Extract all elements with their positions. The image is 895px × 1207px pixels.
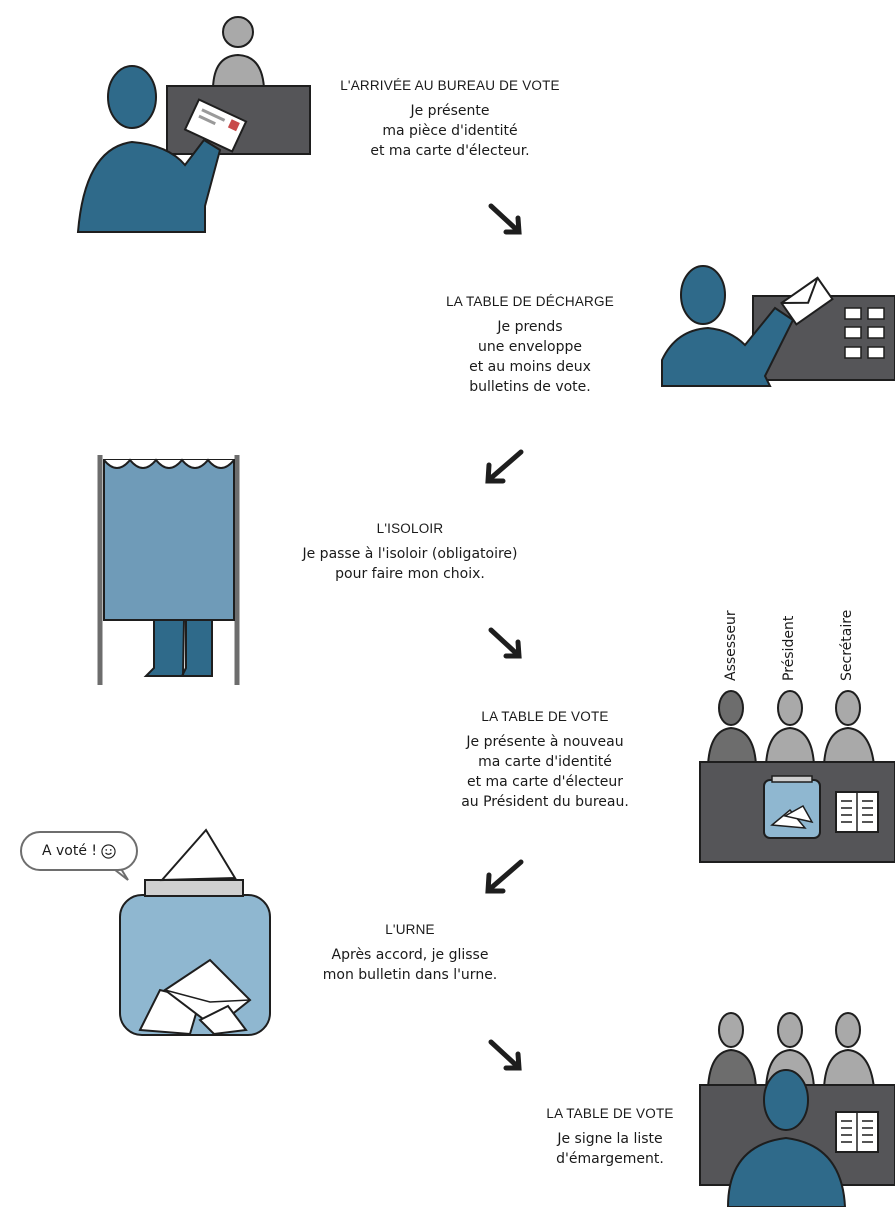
step-voting-table: LA TABLE DE VOTE Je présente à nouveau m… — [415, 709, 675, 812]
step-title: LA TABLE DE DÉCHARGE — [446, 294, 614, 309]
role-label-assessor: Assesseur — [723, 610, 739, 681]
voter-head — [107, 65, 157, 129]
official-head — [222, 16, 254, 48]
voter-body — [76, 138, 222, 233]
bubble-text: A voté ! — [41, 843, 98, 859]
step-text: Je passe à l'isoloir (obligatoire) pour … — [302, 546, 518, 582]
discharge-scene — [661, 265, 895, 387]
president-figure — [764, 690, 816, 766]
step-title: LA TABLE DE VOTE — [481, 709, 609, 724]
smiley-icon — [101, 843, 116, 859]
arrow-4-icon — [485, 859, 524, 894]
step-title: LA TABLE DE VOTE — [546, 1106, 674, 1121]
ballot-stacks — [844, 307, 885, 359]
step-booth: L'ISOLOIR Je passe à l'isoloir (obligato… — [260, 521, 560, 584]
secretary-figure — [822, 690, 876, 766]
voter-body — [661, 306, 795, 387]
assessor-figure — [706, 1012, 758, 1089]
urn-slot — [144, 879, 244, 897]
step-title: L'URNE — [385, 922, 435, 937]
step-arrival: L'ARRIVÉE AU BUREAU DE VOTE Je présente … — [300, 78, 600, 161]
booth-curtain — [103, 459, 235, 621]
voter-head — [680, 265, 726, 325]
arrival-scene — [76, 16, 311, 233]
step-text: Je présente à nouveau ma carte d'identit… — [461, 734, 629, 810]
step-text: Je signe la liste d'émargement. — [556, 1131, 664, 1167]
assessor-figure — [706, 690, 758, 766]
step-title: L'ARRIVÉE AU BUREAU DE VOTE — [340, 78, 560, 93]
step-discharge-table: LA TABLE DE DÉCHARGE Je prends une envel… — [410, 294, 650, 397]
id-card-icon — [183, 98, 248, 153]
step-text: Je prends une enveloppe et au moins deux… — [469, 319, 591, 395]
arrow-3-icon — [488, 627, 522, 659]
voter-body — [726, 1136, 847, 1207]
envelope-icon — [780, 276, 834, 326]
envelope-icon — [138, 828, 252, 1036]
signing-scene — [699, 1012, 895, 1207]
register-book-icon — [835, 1111, 879, 1153]
official-body — [211, 53, 266, 89]
step-title: L'ISOLOIR — [376, 521, 444, 536]
step-text: Je présente ma pièce d'identité et ma ca… — [370, 103, 530, 159]
arrow-5-icon — [488, 1039, 522, 1071]
voter-legs — [143, 619, 213, 677]
arrow-1-icon — [488, 203, 522, 235]
voting-table-scene — [699, 690, 895, 863]
role-label-secretary: Secrétaire — [839, 609, 855, 681]
step-urn: L'URNE Après accord, je glisse mon bulle… — [290, 922, 530, 985]
arrow-2-icon — [485, 449, 524, 484]
speech-bubble: A voté ! — [20, 831, 138, 871]
step-signing: LA TABLE DE VOTE Je signe la liste d'éma… — [520, 1106, 700, 1169]
voter-head — [763, 1069, 809, 1131]
curtain-rings — [103, 458, 235, 469]
register-book-icon — [835, 791, 879, 833]
ballot-box-icon — [763, 775, 821, 839]
step-text: Après accord, je glisse mon bulletin dan… — [322, 947, 498, 983]
urn-scene — [109, 828, 271, 1036]
booth-scene — [97, 455, 240, 685]
secretary-figure — [822, 1012, 876, 1089]
role-label-president: Président — [781, 615, 797, 681]
